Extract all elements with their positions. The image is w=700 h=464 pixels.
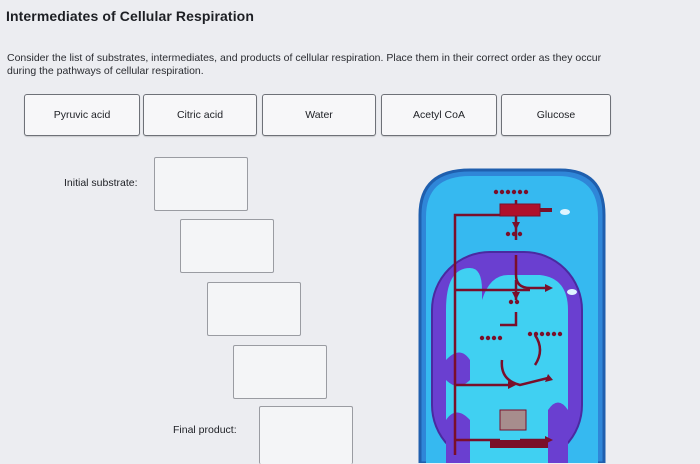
drop-slot-1[interactable] <box>154 157 248 211</box>
card-water[interactable]: Water <box>262 94 376 136</box>
drop-slot-2[interactable] <box>180 219 274 273</box>
card-citric-acid[interactable]: Citric acid <box>143 94 257 136</box>
carrier-proteins <box>490 203 552 448</box>
carbon-dots <box>479 189 563 341</box>
mitochondrion <box>431 251 583 463</box>
card-pyruvic-acid[interactable]: Pyruvic acid <box>24 94 140 136</box>
instruction-line-2: during the pathways of cellular respirat… <box>7 65 204 77</box>
final-product-label: Final product: <box>173 424 237 436</box>
card-acetyl-coa[interactable]: Acetyl CoA <box>381 94 497 136</box>
drop-slot-5[interactable] <box>259 406 353 464</box>
drop-slot-4[interactable] <box>233 345 327 399</box>
initial-substrate-label: Initial substrate: <box>64 177 138 189</box>
page-title: Intermediates of Cellular Respiration <box>6 8 254 24</box>
instruction-line-1: Consider the list of substrates, interme… <box>7 52 602 64</box>
card-glucose[interactable]: Glucose <box>501 94 611 136</box>
pathway-arrows <box>508 222 553 444</box>
instructions: Consider the list of substrates, interme… <box>7 52 697 78</box>
drop-slot-3[interactable] <box>207 282 301 336</box>
membrane-highlights <box>560 209 577 295</box>
